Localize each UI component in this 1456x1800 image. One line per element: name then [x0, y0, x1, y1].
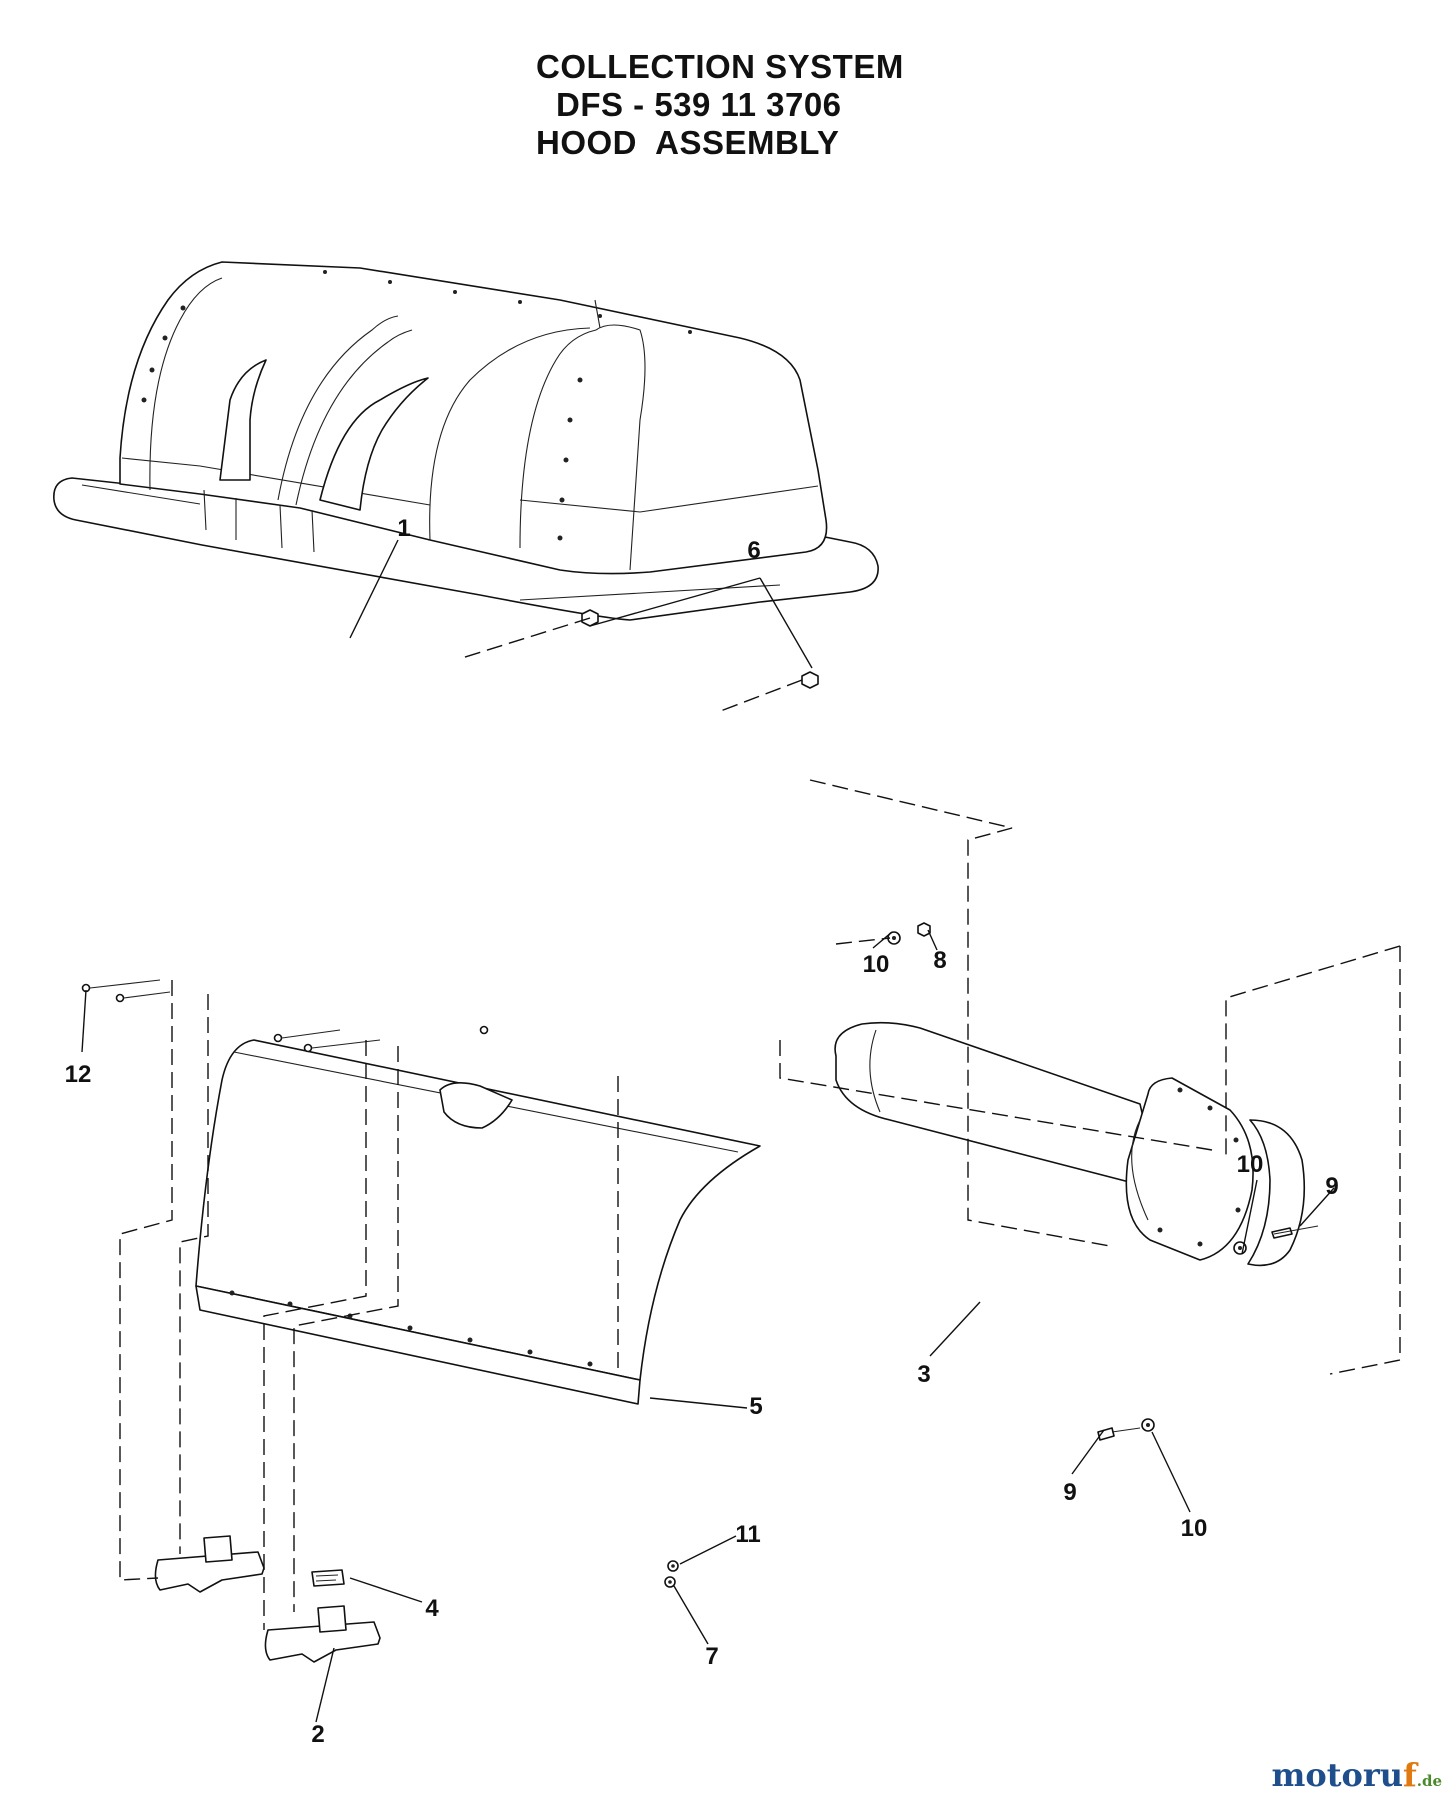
watermark-suffix: .de	[1416, 1772, 1442, 1790]
callout-labels: 1 6 10 8 12 10 9 3 5 11 7 4 2 9 10	[65, 515, 1339, 1748]
callout-6: 6	[747, 537, 760, 564]
watermark-accent: f	[1402, 1756, 1417, 1794]
title-line-2: DFS - 539 11 3706	[556, 86, 842, 123]
callout-1: 1	[397, 515, 410, 542]
callout-10-chute-top: 10	[1237, 1151, 1264, 1178]
callout-5: 5	[749, 1393, 762, 1420]
hinge-bracket-upper	[154, 1535, 265, 1593]
callout-2: 2	[311, 1721, 324, 1748]
discharge-chute-part	[834, 1021, 1306, 1267]
callout-12: 12	[65, 1061, 92, 1088]
leader-lines	[81, 539, 1335, 1723]
callout-11: 11	[735, 1521, 760, 1548]
callout-9-top: 9	[1325, 1173, 1338, 1200]
deflector-panel-part	[195, 1039, 761, 1405]
title-line-3: HOOD ASSEMBLY	[536, 124, 840, 161]
diagram-title: COLLECTION SYSTEM DFS - 539 11 3706 HOOD…	[536, 48, 956, 162]
label-part	[311, 1569, 345, 1587]
callout-4: 4	[425, 1595, 439, 1622]
callout-10-bottom: 10	[1181, 1515, 1208, 1542]
callout-10-top: 10	[863, 951, 890, 978]
watermark-brand: motoru	[1271, 1756, 1403, 1794]
callout-9-bottom: 9	[1063, 1479, 1076, 1506]
hinge-bracket-lower	[264, 1605, 381, 1663]
callout-3: 3	[917, 1361, 930, 1388]
hood-part	[53, 261, 879, 621]
callout-7: 7	[705, 1643, 718, 1670]
callout-8: 8	[933, 947, 946, 974]
title-line-1: COLLECTION SYSTEM	[536, 48, 904, 85]
alignment-lines	[119, 617, 1401, 1630]
motoruf-watermark-logo: motoruf.de	[1272, 1756, 1442, 1794]
